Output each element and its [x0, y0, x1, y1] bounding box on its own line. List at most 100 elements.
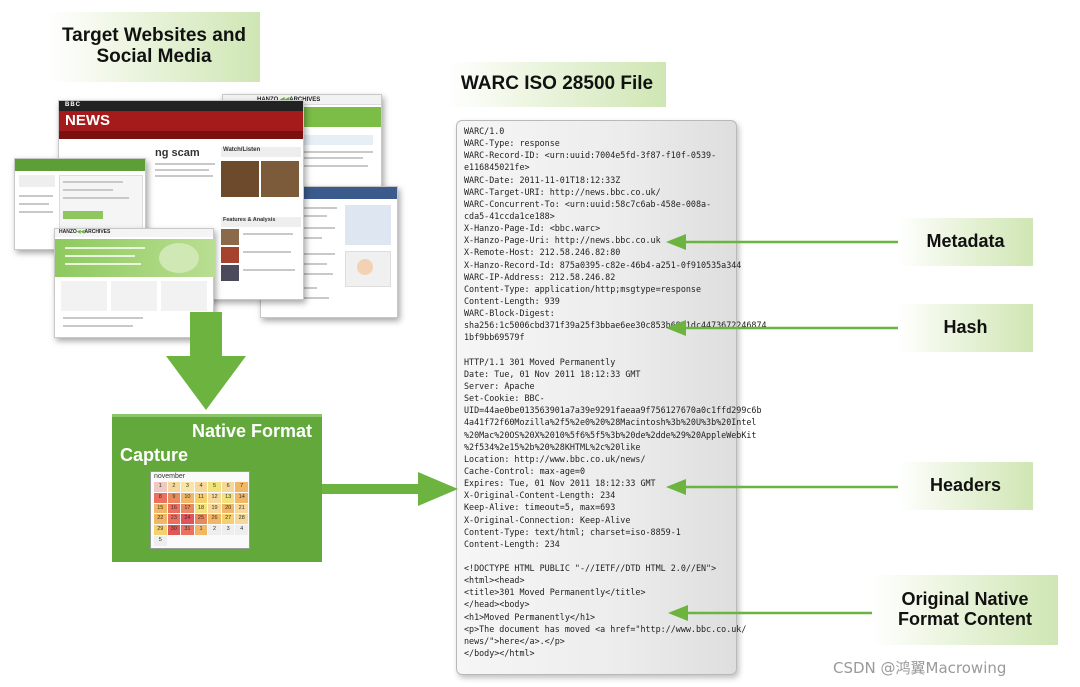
watch-listen-header: Watch/Listen	[221, 147, 301, 157]
warc-line: WARC-Type: response	[464, 138, 560, 149]
warc-line: X-Hanzo-Page-Id: <bbc.warc>	[464, 223, 601, 234]
warc-line: Cache-Control: max-age=0	[464, 465, 586, 476]
metadata-arrow	[666, 234, 898, 250]
hanzo-front-screenshot: HANZO◀◀ARCHIVES	[54, 228, 215, 338]
capture-to-warc-arrow	[322, 472, 458, 506]
warc-line: X-Remote-Host: 212.58.246.82:80	[464, 247, 621, 258]
watermark: CSDN @鸿翼Macrowing	[833, 659, 1007, 677]
bbc-headline: ng scam	[155, 147, 200, 159]
bbc-logo: BBC	[65, 102, 81, 108]
warc-line: WARC-IP-Address: 212.58.246.82	[464, 271, 616, 282]
original-content-label: Original Native Format Content	[872, 575, 1058, 645]
headers-arrow	[666, 479, 898, 495]
calendar-day: 11	[194, 492, 208, 503]
warc-line: Server: Apache	[464, 380, 535, 391]
warc-line: Set-Cookie: BBC-	[464, 393, 545, 404]
original-label-line2: Format Content	[898, 609, 1032, 629]
warc-line: news/">here</a>.</p>	[464, 635, 565, 646]
warc-line: Content-Length: 234	[464, 538, 560, 549]
warc-line: <html><head>	[464, 575, 525, 586]
warc-line: <!DOCTYPE HTML PUBLIC "-//IETF//DTD HTML…	[464, 563, 717, 574]
metadata-label-text: Metadata	[926, 231, 1005, 252]
calendar-day: 28	[235, 514, 248, 525]
bbc-news-logo: NEWS	[65, 112, 110, 129]
calendar-day: 13	[221, 492, 235, 503]
calendar-day: 20	[221, 503, 235, 514]
warc-line: X-Hanzo-Page-Uri: http://news.bbc.co.uk	[464, 235, 661, 246]
original-content-arrow	[668, 605, 872, 621]
warc-line: <title>301 Moved Permanently</title>	[464, 587, 646, 598]
calendar-day: 4	[194, 482, 208, 492]
target-title-line2: Social Media	[96, 46, 212, 67]
warc-line: 4a41f72f60Mozilla%2f5%2e0%20%28Macintosh…	[464, 417, 757, 428]
warc-line: <p>The document has moved <a href="http:…	[464, 623, 747, 634]
warc-file-title: WARC ISO 28500 File	[448, 62, 666, 107]
calendar-day: 24	[181, 514, 194, 525]
features-header: Features & Analysis	[221, 217, 301, 227]
calendar-day: 18	[194, 503, 208, 514]
warc-line: Content-Type: text/html; charset=iso-885…	[464, 526, 681, 537]
calendar-day: 6	[221, 482, 235, 492]
calendar-day: 30	[167, 525, 181, 535]
warc-line: %2f534%2e15%2b%20%28KHTML%2c%20like	[464, 441, 641, 452]
warc-line: WARC-Block-Digest:	[464, 308, 555, 319]
calendar-day: 8	[154, 492, 167, 503]
hash-label-text: Hash	[943, 317, 988, 338]
calendar-day: 2	[167, 482, 181, 492]
warc-line: X-Original-Content-Length: 234	[464, 490, 616, 501]
warc-line: 1bf9bb69579f	[464, 332, 525, 343]
warc-line: Location: http://www.bbc.co.uk/news/	[464, 453, 646, 464]
calendar-day: 2	[208, 525, 221, 535]
calendar-day: 1	[154, 482, 167, 492]
capture-label: Capture	[120, 445, 189, 465]
calendar-day: 21	[235, 503, 248, 514]
calendar-day: 23	[167, 514, 181, 525]
warc-line: WARC-Concurrent-To: <urn:uuid:58c7c6ab-4…	[464, 198, 712, 209]
calendar-day: 4	[235, 525, 248, 535]
calendar-day: 16	[167, 503, 181, 514]
warc-line: e116845021fe>	[464, 162, 530, 173]
calendar-day: 25	[194, 514, 208, 525]
warc-line: Keep-Alive: timeout=5, max=693	[464, 502, 616, 513]
calendar-day: 10	[181, 492, 194, 503]
headers-label: Headers	[898, 462, 1033, 510]
metadata-label: Metadata	[898, 218, 1033, 266]
calendar-day: 14	[235, 492, 248, 503]
calendar-day: 5	[208, 482, 221, 492]
hanzo-front-logo: HANZO◀◀ARCHIVES	[59, 229, 111, 235]
calendar-day: 29	[154, 525, 167, 535]
calendar-day: 19	[208, 503, 221, 514]
capture-down-arrow	[166, 312, 246, 410]
calendar-day: 3	[181, 482, 194, 492]
calendar-day: 5	[154, 535, 167, 546]
warc-line: Date: Tue, 01 Nov 2011 18:12:33 GMT	[464, 368, 641, 379]
calendar-day: 31	[181, 525, 194, 535]
warc-line: WARC/1.0	[464, 126, 505, 136]
calendar-day: 7	[235, 482, 248, 492]
warc-line: X-Hanzo-Record-Id: 875a0395-c82e-46b4-a2…	[464, 259, 742, 270]
warc-line: Content-Type: application/http;msgtype=r…	[464, 283, 701, 294]
calendar-day: 1	[194, 525, 208, 535]
warc-line: WARC-Record-ID: <urn:uuid:7004e5fd-3f87-…	[464, 150, 717, 161]
warc-line: </body></html>	[464, 648, 535, 659]
hash-arrow	[666, 320, 898, 336]
warc-line: WARC-Date: 2011-11-01T18:12:33Z	[464, 174, 621, 185]
warc-line: %20Mac%20OS%20X%2010%5f6%5f5%3b%20de%2dd…	[464, 429, 757, 440]
original-label-line1: Original Native	[901, 589, 1029, 610]
warc-line: Expires: Tue, 01 Nov 2011 18:12:33 GMT	[464, 478, 656, 489]
warc-line: <h1>Moved Permanently</h1>	[464, 611, 596, 622]
warc-title-text: WARC ISO 28500 File	[460, 73, 654, 95]
headers-label-text: Headers	[929, 475, 1002, 496]
warc-line: Content-Length: 939	[464, 295, 560, 306]
calendar-title: november	[154, 473, 186, 480]
warc-line: X-Original-Connection: Keep-Alive	[464, 514, 631, 525]
native-format-label: Native Format	[191, 421, 312, 441]
calendar-day: 9	[167, 492, 181, 503]
warc-line: sha256:1c5006cbd371f39a25f3bbae6ee30c853…	[464, 320, 767, 331]
